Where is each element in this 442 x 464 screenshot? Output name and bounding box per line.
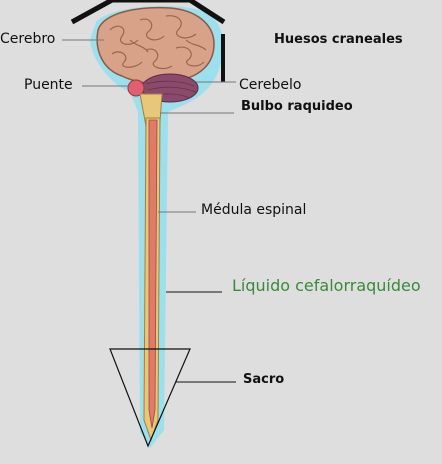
label-cerebelo: Cerebelo [239, 77, 302, 93]
label-huesos-craneales: Huesos craneales [274, 32, 403, 47]
label-cerebro: Cerebro [0, 31, 56, 47]
label-puente: Puente [24, 77, 73, 93]
pons-shape [127, 79, 145, 97]
label-liquido-cefalorraquideo: Líquido cefalorraquídeo [232, 276, 421, 295]
sacrum-triangle [109, 348, 191, 448]
cerebrum-shape [96, 6, 215, 85]
cerebrum-folds [109, 15, 207, 70]
label-bulbo-raquideo: Bulbo raquideo [241, 99, 353, 114]
skull-roof-line [70, 0, 226, 25]
spinal-cord [148, 119, 158, 429]
leader-lines-dark [166, 291, 236, 383]
label-sacro: Sacro [243, 372, 285, 387]
label-medula-espinal: Médula espinal [201, 202, 307, 218]
leader-lines [62, 39, 236, 213]
